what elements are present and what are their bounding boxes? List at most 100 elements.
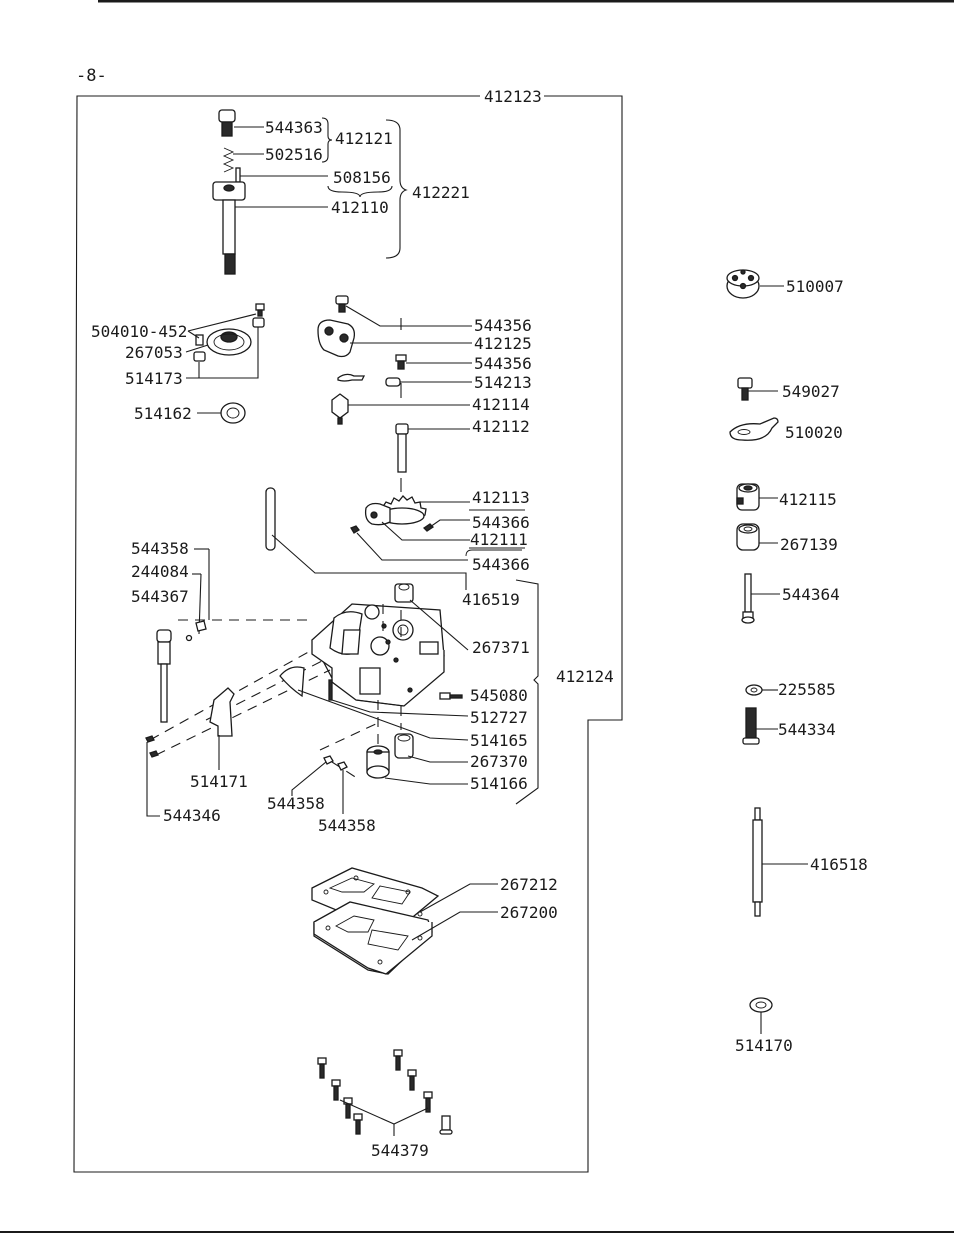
screw-544356-mid [395, 354, 407, 370]
dashed-guide-5 [319, 721, 381, 751]
screws-544346 [145, 735, 159, 758]
shaft-412110 [212, 181, 246, 275]
label-267200: 267200 [500, 903, 558, 922]
screw-544364 [741, 573, 755, 624]
label-544334: 544334 [778, 720, 836, 739]
label-504010-452: 504010-452 [91, 322, 187, 341]
washer-514170 [749, 997, 773, 1013]
label-508156: 508156 [333, 168, 391, 187]
label-412111: 412111 [470, 530, 528, 549]
spring-plate-514171 [209, 687, 235, 737]
label-510020: 510020 [785, 423, 843, 442]
collar-412115 [736, 483, 760, 511]
label-267371: 267371 [472, 638, 530, 657]
label-244084: 244084 [131, 562, 189, 581]
label-267370: 267370 [470, 752, 528, 771]
screw-504010-452 [195, 303, 265, 346]
label-510007: 510007 [786, 277, 844, 296]
label-514173: 514173 [125, 369, 183, 388]
screw-544356-top [335, 295, 349, 313]
screws-544358-lower [323, 755, 348, 771]
pin-512727 [328, 679, 333, 701]
label-514165: 514165 [470, 731, 528, 750]
label-514170: 514170 [735, 1036, 793, 1055]
bracket-412221 [385, 119, 408, 259]
label-514162: 514162 [134, 404, 192, 423]
ball-244084 [185, 634, 193, 642]
label-544366-b: 544366 [472, 555, 530, 574]
label-267212: 267212 [500, 875, 558, 894]
screw-544366-b [350, 525, 360, 534]
label-416518: 416518 [810, 855, 868, 874]
label-544358-left: 544358 [131, 539, 189, 558]
screw-544363 [218, 109, 236, 137]
label-544356-mid: 544356 [474, 354, 532, 373]
collar-412114 [331, 393, 349, 425]
plunger-544367 [156, 629, 172, 723]
page-number: -8- [76, 66, 107, 86]
label-412123: 412123 [484, 87, 542, 106]
latch-510020 [729, 417, 779, 441]
spring-502516 [222, 147, 235, 173]
gear-412113 [364, 495, 427, 526]
shaft-412112 [395, 423, 409, 473]
collar-267139 [736, 523, 760, 551]
label-412221: 412221 [412, 183, 470, 202]
label-502516: 502516 [265, 145, 323, 164]
label-549027: 549027 [782, 382, 840, 401]
label-544366-a: 544366 [472, 513, 530, 532]
label-225585: 225585 [778, 680, 836, 699]
label-412115: 412115 [779, 490, 837, 509]
housing-block [311, 603, 445, 707]
label-267139: 267139 [780, 535, 838, 554]
bobbin-510007 [726, 269, 760, 299]
label-544379: 544379 [371, 1141, 429, 1160]
screw-544334 [742, 707, 760, 745]
crank-412125 [317, 319, 356, 358]
cam-267053 [206, 328, 252, 356]
dashed-guide-6 [331, 761, 361, 781]
label-267053: 267053 [125, 343, 183, 362]
label-512727: 512727 [470, 708, 528, 727]
label-544367: 544367 [131, 587, 189, 606]
roller-514166 [366, 745, 390, 779]
frame-412123 [73, 95, 623, 1173]
screw-544366-a [422, 523, 435, 532]
nut-225585 [745, 684, 763, 696]
shoe-514165 [279, 666, 305, 698]
dashed-guide-3 [155, 669, 331, 756]
label-514166: 514166 [470, 774, 528, 793]
label-544364: 544364 [782, 585, 840, 604]
plate-267200 [313, 901, 433, 975]
label-412121: 412121 [335, 129, 393, 148]
label-412124: 412124 [556, 667, 614, 686]
bushing-267371 [394, 583, 414, 603]
label-544346: 544346 [163, 806, 221, 825]
label-544358-lower-right: 544358 [318, 816, 376, 835]
label-412114: 412114 [472, 395, 530, 414]
label-412112: 412112 [472, 417, 530, 436]
label-544363: 544363 [265, 118, 323, 137]
washer-514162 [220, 402, 246, 424]
label-514213: 514213 [474, 373, 532, 392]
screw-549027 [737, 377, 753, 401]
brace-508156 [327, 185, 393, 198]
screw-545080 [439, 692, 463, 700]
bracket-412124 [515, 579, 539, 805]
bushing-267370 [394, 733, 414, 759]
label-412110: 412110 [331, 198, 389, 217]
label-514171: 514171 [190, 772, 248, 791]
label-412125: 412125 [474, 334, 532, 353]
label-545080: 545080 [470, 686, 528, 705]
link-514213 [337, 373, 401, 387]
screws-544379 [317, 1049, 453, 1135]
rod-416519 [265, 487, 276, 551]
screw-544358-left [195, 620, 207, 632]
label-412113: 412113 [472, 488, 530, 507]
label-416519: 416519 [462, 590, 520, 609]
shaft-416518 [752, 807, 763, 917]
label-544356-top: 544356 [474, 316, 532, 335]
label-544358-lower-left: 544358 [267, 794, 325, 813]
pin-508156 [235, 167, 241, 183]
